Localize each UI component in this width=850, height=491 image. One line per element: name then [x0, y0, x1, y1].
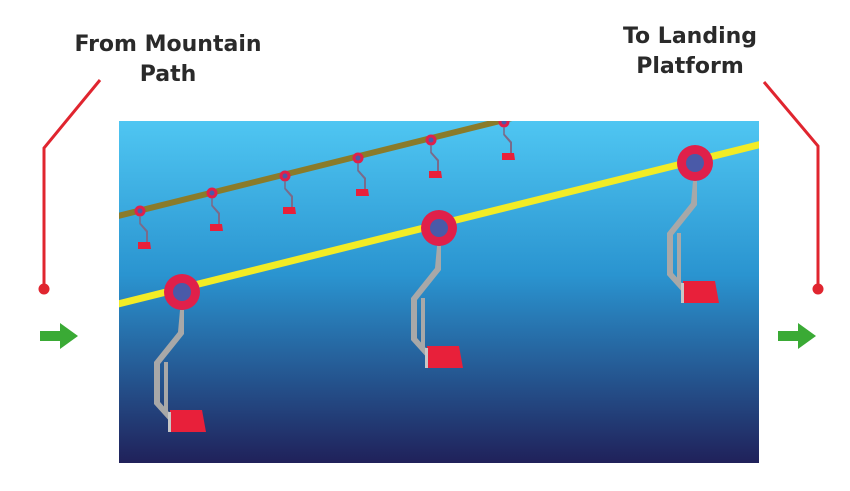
pointer-dot-left	[38, 283, 50, 295]
pointer-line-right	[762, 81, 820, 288]
pointer-dot-right	[812, 283, 824, 295]
label-to-landing-platform: To Landing Platform	[590, 22, 790, 82]
arrow-right-icon	[778, 323, 816, 349]
pointer-line-left	[42, 79, 102, 288]
chairlift-scene	[119, 121, 759, 432]
arrow-right-icon	[40, 323, 78, 349]
upper-cable	[119, 121, 513, 219]
label-from-line2: Path	[139, 62, 197, 87]
label-from-mountain-path: From Mountain Path	[58, 30, 278, 90]
sky-panel	[119, 121, 759, 463]
label-from-line1: From Mountain	[74, 32, 262, 57]
label-to-line2: Platform	[636, 54, 744, 79]
label-to-line1: To Landing	[622, 24, 758, 49]
